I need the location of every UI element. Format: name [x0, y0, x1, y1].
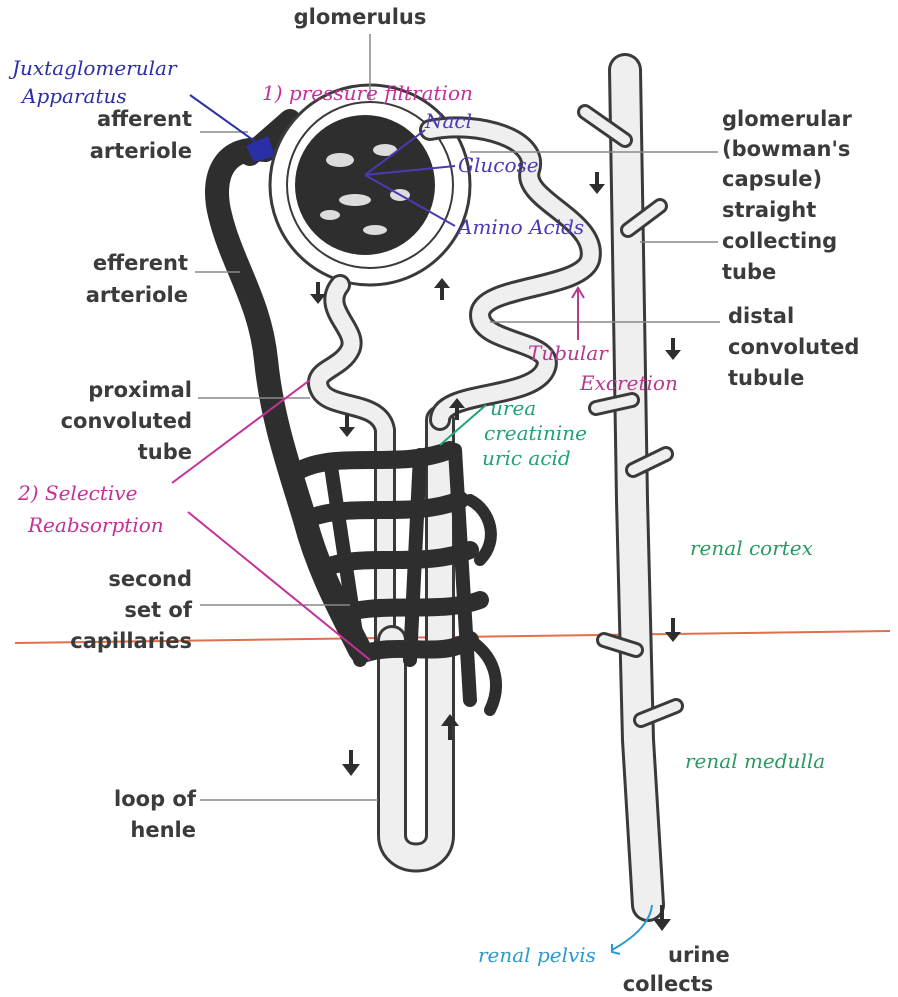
note-renal-pelvis: renal pelvis — [478, 943, 596, 967]
note-selective: 2) Selective — [17, 481, 137, 505]
label-second-capillaries-3: capillaries — [70, 629, 192, 653]
label-afferent-arteriole-2: arteriole — [90, 139, 192, 163]
glomerulus-capillary-tuft — [295, 115, 435, 255]
label-efferent-arteriole-2: arteriole — [86, 283, 188, 307]
note-urea: urea — [490, 396, 536, 420]
label-bowmans-capsule-2: (bowman's — [722, 137, 850, 161]
label-distal-convoluted: distal — [728, 304, 794, 328]
label-glomerulus: glomerulus — [294, 5, 427, 29]
collecting-duct — [585, 70, 676, 905]
note-creatinine: creatinine — [484, 421, 587, 445]
note-juxtaglomerular: Juxtaglomerular — [8, 56, 178, 80]
label-loop-of-henle-2: henle — [130, 818, 196, 842]
label-proximal-convoluted-2: convoluted — [61, 409, 192, 433]
note-tubular: Tubular — [528, 341, 609, 365]
note-glucose: Glucose — [458, 153, 539, 177]
label-bowmans-capsule-3: capsule) — [722, 167, 822, 191]
label-proximal-convoluted-3: tube — [138, 440, 192, 464]
label-distal-convoluted-3: tubule — [728, 366, 804, 390]
label-urine-collects: urine — [668, 943, 730, 967]
label-second-capillaries-2: set of — [124, 598, 193, 622]
label-efferent-arteriole: efferent — [93, 251, 188, 275]
note-renal-medulla: renal medulla — [685, 749, 825, 773]
label-urine-collects-2: collects — [623, 972, 714, 996]
note-uric-acid: uric acid — [482, 446, 571, 470]
label-collecting-tube-3: tube — [722, 260, 776, 284]
note-renal-cortex: renal cortex — [690, 536, 813, 560]
label-second-capillaries: second — [108, 567, 192, 591]
label-distal-convoluted-2: convoluted — [728, 335, 859, 359]
label-collecting-tube: straight — [722, 198, 816, 222]
label-bowmans-capsule: glomerular — [722, 107, 852, 131]
label-collecting-tube-2: collecting — [722, 229, 837, 253]
note-pressure-filtration: 1) pressure filtration — [262, 81, 473, 105]
note-juxtaglomerular-2: Apparatus — [20, 84, 127, 108]
label-afferent-arteriole: afferent — [97, 107, 192, 131]
note-excretion: Excretion — [579, 371, 678, 395]
label-proximal-convoluted: proximal — [88, 378, 192, 402]
note-reabsorption: Reabsorption — [27, 513, 164, 537]
label-loop-of-henle: loop of — [114, 787, 197, 811]
note-nacl: Nacl — [424, 109, 472, 133]
note-amino-acids: Amino Acids — [456, 215, 584, 239]
